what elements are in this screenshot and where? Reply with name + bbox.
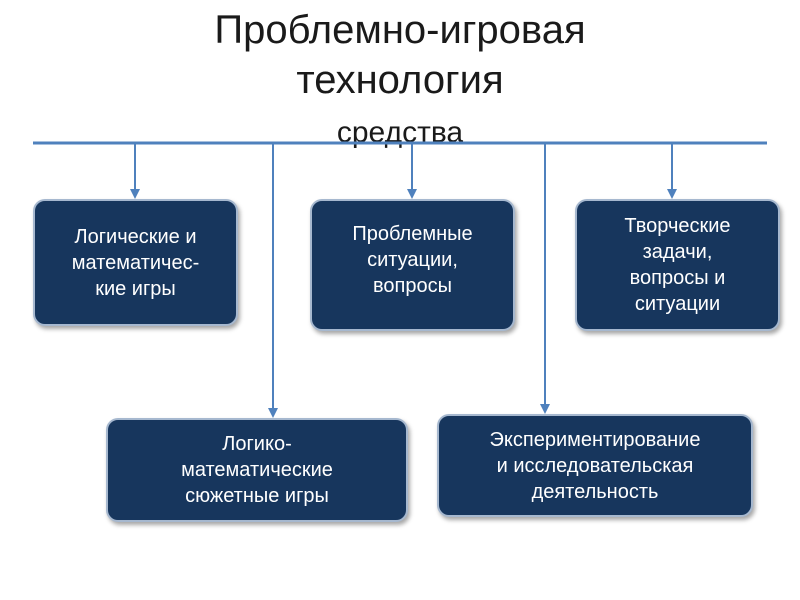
box-text-line: Проблемные [352,223,473,245]
box-text-line: и исследовательская [496,454,694,477]
box-text-line: вопросы и [629,267,726,289]
box-text-line: Логико- [222,433,292,455]
box-text-line: сюжетные игры [185,485,329,507]
slide-title-line-1: Проблемно-игровая [214,8,586,52]
box-text-line: ситуации [634,293,721,315]
box-text-line: Экспериментирование [489,428,701,451]
box-text-line: математичес- [71,251,200,274]
box-text-line: ситуации, [367,249,458,271]
box-text-line: математические [181,459,333,481]
box-text-line: задачи, [642,241,713,263]
slide-title-line-2: технология [296,58,504,102]
box-text-line: вопросы [373,275,452,297]
box-problem-situations: Проблемные ситуации, вопросы [310,199,515,331]
box-creative-tasks: Творческие задачи, вопросы и ситуации [575,199,780,331]
box-text-line: деятельность [531,480,659,503]
box-logical-math-games: Логические и математичес- кие игры [33,199,238,326]
box-experimentation-research: Экспериментирование и исследовательская … [437,414,753,517]
box-text-line: Творческие [624,215,731,237]
box-text-line: кие игры [95,277,176,300]
box-text-line: Логические и [74,225,197,248]
box-logic-math-plot-games: Логико- математические сюжетные игры [106,418,408,522]
